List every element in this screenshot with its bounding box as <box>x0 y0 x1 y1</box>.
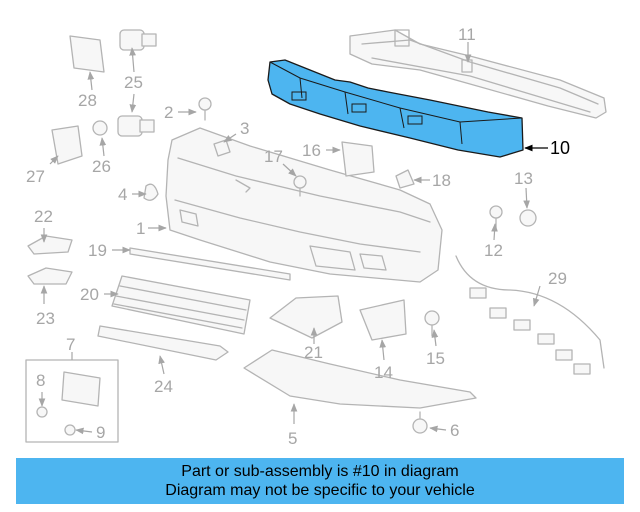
callout-18: 18 <box>432 171 451 190</box>
callout-29: 29 <box>548 269 567 288</box>
license-bracket-kit-part-7[interactable] <box>25 359 119 443</box>
wiring-harness-part-29[interactable] <box>455 255 605 375</box>
bracket-part-14[interactable] <box>359 299 407 341</box>
bolt-part-17[interactable] <box>293 175 307 197</box>
callout-14: 14 <box>374 363 393 382</box>
callout-23: 23 <box>36 309 55 328</box>
callout-22: 22 <box>34 207 53 226</box>
bracket-part-4[interactable] <box>143 183 159 201</box>
sensor-bracket-part-27[interactable] <box>51 125 83 165</box>
clip-part-18[interactable] <box>395 169 415 189</box>
bumper-cover-part[interactable] <box>165 127 443 283</box>
callout-15: 15 <box>426 349 445 368</box>
callout-27: 27 <box>26 167 45 186</box>
callout-25: 25 <box>124 73 143 92</box>
park-sensor-part-25[interactable] <box>119 29 157 51</box>
callout-6: 6 <box>450 421 459 440</box>
lower-spoiler-part-5[interactable] <box>243 349 477 409</box>
bolt-part-3[interactable] <box>213 139 231 157</box>
callout-4: 4 <box>118 185 127 204</box>
cover-part-22[interactable] <box>27 235 73 255</box>
callout-labels: 11 10 2 3 4 1 17 16 18 13 12 25 28 26 27… <box>26 25 570 448</box>
trim-part-24[interactable] <box>97 325 229 361</box>
banner-line-disclaimer: Diagram may not be specific to your vehi… <box>165 482 475 499</box>
callout-24: 24 <box>154 377 173 396</box>
bolt-part-12[interactable] <box>489 205 503 229</box>
callout-5: 5 <box>288 429 297 448</box>
callout-17: 17 <box>264 147 283 166</box>
park-sensor-part-upper[interactable] <box>117 115 155 137</box>
callout-11: 11 <box>458 25 476 44</box>
callout-16: 16 <box>302 141 321 160</box>
callout-13: 13 <box>514 169 533 188</box>
leader-lines <box>38 42 548 435</box>
cover-part-23[interactable] <box>27 267 73 285</box>
callout-10: 10 <box>550 138 570 158</box>
sensor-bracket-part-28[interactable] <box>69 35 105 73</box>
clip-part-2[interactable] <box>198 97 212 121</box>
bolt-part-6[interactable] <box>412 411 428 434</box>
callout-12: 12 <box>484 241 503 260</box>
callout-21: 21 <box>304 343 323 362</box>
callout-9: 9 <box>96 423 105 442</box>
callout-1: 1 <box>136 219 145 238</box>
banner-line-part-number: Part or sub-assembly is #10 in diagram <box>181 463 459 480</box>
callout-2: 2 <box>164 103 173 122</box>
callout-7: 7 <box>66 335 75 354</box>
callout-8: 8 <box>36 371 45 390</box>
callout-20: 20 <box>80 285 99 304</box>
callout-3: 3 <box>240 119 249 138</box>
callout-26: 26 <box>92 157 111 176</box>
bolt-part-15[interactable] <box>424 310 440 337</box>
energy-absorber-part-highlighted[interactable] <box>267 59 524 158</box>
tow-hook-cover-part[interactable] <box>341 141 375 177</box>
ring-part-26[interactable] <box>92 120 108 136</box>
callout-28: 28 <box>78 91 97 110</box>
fog-lamp-cover-part-21[interactable] <box>269 295 343 339</box>
grommet-part-13[interactable] <box>519 209 537 227</box>
grille-part-20[interactable] <box>111 275 251 335</box>
callout-19: 19 <box>88 241 107 260</box>
info-banner: Part or sub-assembly is #10 in diagram D… <box>16 458 624 504</box>
